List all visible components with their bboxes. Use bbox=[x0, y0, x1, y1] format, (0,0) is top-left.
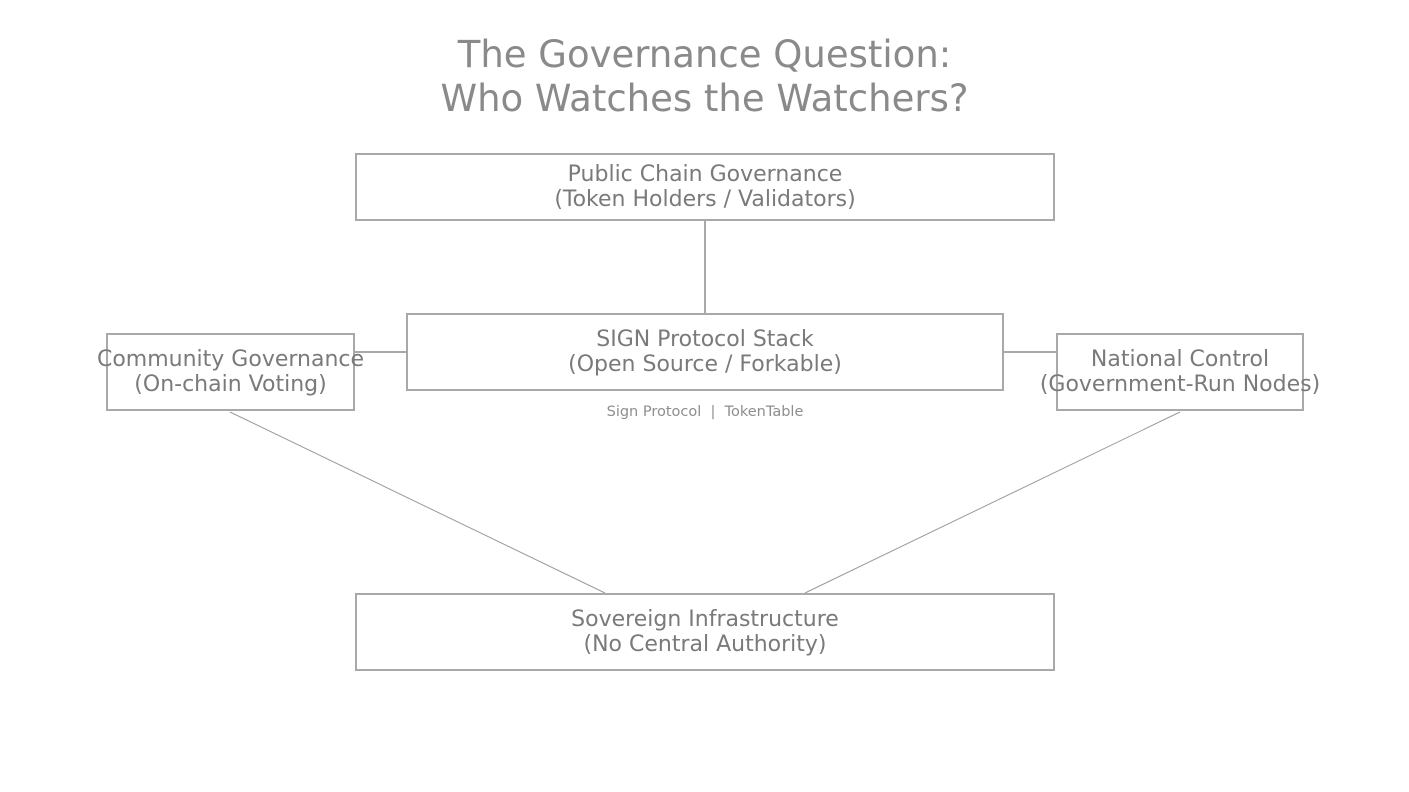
node-national-control-line-1: National Control bbox=[1090, 347, 1270, 372]
node-sign-protocol-stack-line-1: SIGN Protocol Stack bbox=[596, 327, 814, 352]
node-sovereign-infrastructure: Sovereign Infrastructure (No Central Aut… bbox=[355, 593, 1055, 671]
page-title: The Governance Question: Who Watches the… bbox=[0, 33, 1409, 121]
node-sovereign-infrastructure-line-1: Sovereign Infrastructure bbox=[571, 607, 839, 632]
node-sign-protocol-stack: SIGN Protocol Stack (Open Source / Forka… bbox=[406, 313, 1004, 391]
node-community-governance-line-1: Community Governance bbox=[96, 347, 365, 372]
caption-sign-protocol-tokentable: Sign Protocol | TokenTable bbox=[606, 404, 804, 420]
page-title-line-2: Who Watches the Watchers? bbox=[440, 77, 969, 120]
node-sovereign-infrastructure-line-2: (No Central Authority) bbox=[583, 632, 827, 657]
edge-national-to-sovereign bbox=[804, 411, 1181, 594]
connector-public-chain-to-sign-stack bbox=[704, 221, 706, 313]
edge-community-to-sovereign bbox=[229, 411, 606, 594]
node-community-governance: Community Governance (On-chain Voting) bbox=[97, 333, 364, 411]
node-public-chain-governance-line-2: (Token Holders / Validators) bbox=[554, 187, 856, 212]
node-public-chain-governance: Public Chain Governance (Token Holders /… bbox=[355, 153, 1055, 221]
connector-national-to-sign-stack bbox=[1004, 351, 1056, 353]
connector-community-to-sign-stack bbox=[355, 351, 406, 353]
node-national-control-line-2: (Government-Run Nodes) bbox=[1039, 372, 1321, 397]
page-title-line-1: The Governance Question: bbox=[457, 33, 952, 76]
node-community-governance-line-2: (On-chain Voting) bbox=[134, 372, 327, 397]
node-sign-protocol-stack-line-2: (Open Source / Forkable) bbox=[568, 352, 842, 377]
node-national-control: National Control (Government-Run Nodes) bbox=[1040, 333, 1320, 411]
node-public-chain-governance-line-1: Public Chain Governance bbox=[567, 162, 843, 187]
